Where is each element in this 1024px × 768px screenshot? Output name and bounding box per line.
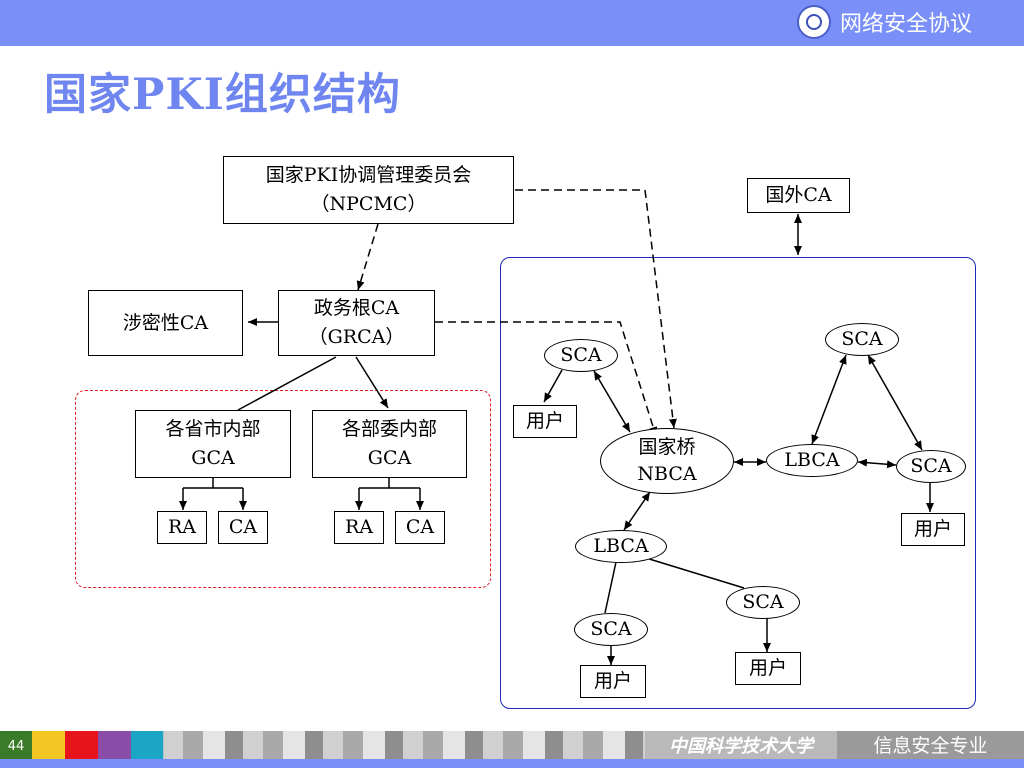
sca-left-label: SCA: [560, 344, 602, 366]
secret-ca-node: 涉密性CA: [88, 290, 243, 356]
sca-top-right-label: SCA: [841, 328, 883, 350]
foreign-ca-label: 国外CA: [765, 184, 832, 206]
user-bottom-left-label: 用户: [593, 670, 632, 692]
sca-left-to-nbca-link: [593, 370, 631, 433]
grca-to-ministry-gca-link: [355, 356, 389, 409]
grca-node: 政务根CA （GRCA）: [278, 290, 435, 356]
lbca-bottom-to-sca-bottom-right-link: [645, 557, 745, 589]
page-number-cell: [0, 731, 32, 762]
footer-photo-strip: [163, 731, 645, 762]
university-name: 中国科学技术大学: [645, 731, 837, 762]
npcmc-node: 国家PKI协调管理委员会 （NPCMC）: [223, 156, 514, 224]
sca-left-node: SCA: [544, 339, 618, 372]
grca-to-province-gca-link: [237, 356, 337, 411]
header-bar: 网络安全协议: [0, 0, 1024, 46]
user-left-node: 用户: [513, 405, 577, 438]
grca-label: 政务根CA: [313, 297, 400, 319]
course-title: 网络安全协议: [840, 12, 973, 37]
nbca-abbrev: NBCA: [637, 463, 697, 485]
user-right-label: 用户: [913, 518, 952, 540]
grca-abbrev: （GRCA）: [308, 326, 405, 348]
color-square-purple: [98, 731, 131, 762]
sca-bottom-left-label: SCA: [590, 618, 632, 640]
ministry-gca-abbrev: GCA: [367, 447, 412, 469]
province-gca-abbrev: GCA: [191, 447, 235, 469]
slide-title: 国家PKI组织结构: [44, 70, 401, 120]
color-square-teal: [131, 731, 164, 762]
npcmc-to-nbca-link: [515, 189, 677, 429]
ministry-ra-label: RA: [344, 516, 374, 538]
lbca-bottom-node: LBCA: [575, 530, 667, 563]
npcmc-label: 国家PKI协调管理委员会: [265, 164, 472, 186]
ministry-gca-label: 各部委内部: [341, 418, 437, 440]
lbca-right-to-sca-right-link: [857, 458, 897, 469]
province-gca-tree: [183, 478, 243, 489]
ministry-ca-node: CA: [395, 511, 445, 544]
npcmc-abbrev: （NPCMC）: [310, 193, 427, 215]
user-bottom-right-node: 用户: [735, 652, 801, 685]
province-gca-node: 各省市内部 GCA: [135, 410, 291, 478]
color-square-red: [65, 731, 98, 762]
lbca-bottom-to-sca-bottom-left-link: [604, 561, 617, 614]
ministry-gca-tree: [359, 478, 420, 489]
province-ra-node: RA: [157, 511, 207, 544]
nbca-label: 国家桥: [638, 436, 696, 458]
province-ca-node: CA: [218, 511, 268, 544]
ministry-ra-node: RA: [334, 511, 384, 544]
user-right-node: 用户: [901, 513, 965, 546]
sca-bottom-right-label: SCA: [742, 591, 784, 613]
lbca-right-to-sca-top-link: [811, 354, 847, 445]
sca-left-to-user-link: [543, 369, 563, 403]
sca-bottom-left-node: SCA: [574, 613, 648, 646]
user-bottom-left-node: 用户: [580, 665, 646, 698]
secret-ca-label: 涉密性CA: [122, 311, 209, 334]
province-gca-label: 各省市内部: [165, 418, 261, 440]
sca-bottom-right-node: SCA: [726, 586, 800, 619]
grca-to-nbca-link: [435, 321, 658, 437]
ministry-gca-node: 各部委内部 GCA: [312, 410, 467, 478]
lbca-right-label: LBCA: [784, 449, 840, 471]
nbca-to-lbca-bottom-link: [623, 491, 651, 531]
npcmc-to-grca-link: [356, 223, 379, 291]
ministry-ca-label: CA: [405, 516, 435, 538]
nbca-node: 国家桥 NBCA: [600, 428, 734, 494]
lbca-bottom-label: LBCA: [593, 535, 649, 557]
user-left-label: 用户: [525, 410, 564, 432]
footer-accent-line: [0, 759, 1024, 768]
sca-top-to-sca-right-link: [867, 354, 923, 451]
lbca-right-node: LBCA: [766, 444, 858, 477]
sca-top-right-node: SCA: [825, 323, 899, 356]
bridge-ca-group: [500, 257, 976, 709]
user-bottom-right-label: 用户: [748, 657, 787, 679]
university-seal-icon: [797, 5, 831, 39]
province-ra-label: RA: [167, 516, 197, 538]
page-number: 44: [7, 739, 25, 754]
color-square-yellow: [32, 731, 65, 762]
major-name: 信息安全专业: [837, 731, 1024, 762]
sca-right-label: SCA: [910, 455, 952, 477]
sca-right-node: SCA: [896, 450, 966, 483]
government-ca-group: [75, 390, 491, 588]
province-ca-label: CA: [228, 516, 258, 538]
foreign-ca-node: 国外CA: [747, 178, 850, 213]
